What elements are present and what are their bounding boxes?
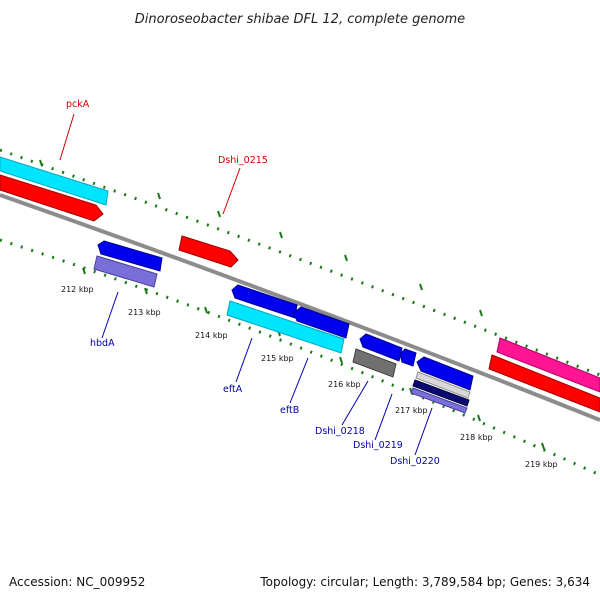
gene-label-pckA[interactable]: pckA [66,99,90,110]
tick-label: 219 kbp [525,460,558,469]
gene-Dshi_0220-arrow[interactable] [416,356,474,391]
gene-hbdA-lavender-bar[interactable] [93,255,158,288]
gene-label-eftA[interactable]: eftA [223,384,243,395]
gene-Dshi_0215-arrow[interactable] [178,235,239,268]
tick-label: 218 kbp [460,433,493,442]
gene-eftB-arrow[interactable] [293,306,350,339]
gene-label-Dshi_0218[interactable]: Dshi_0218 [315,426,365,437]
gene-label-Dshi_0215[interactable]: Dshi_0215 [218,155,268,166]
gene-pckA-arrow[interactable] [0,174,104,222]
accession-text: Accession: NC_009952 [9,575,145,589]
gene-label-Dshi_0219[interactable]: Dshi_0219 [353,440,403,451]
gene-Dshi_0219-arrow[interactable] [399,348,417,367]
label-leader-lines [59,113,433,456]
outer-major-ticks [39,159,483,317]
genome-stats-text: Topology: circular; Length: 3,789,584 bp… [259,575,590,589]
gene-eftA-arrow[interactable] [231,284,298,319]
gene-Dshi_0220-lavender-bar[interactable] [410,387,468,414]
gene-label-Dshi_0220[interactable]: Dshi_0220 [390,456,440,467]
inner-major-ticks [82,267,545,450]
map-title: Dinoroseobacter shibae DFL 12, complete … [135,12,465,27]
tick-label: 217 kbp [395,406,428,415]
inner-tick-ring [0,238,600,477]
gene-eftA-cyan-bar[interactable] [226,300,345,354]
tick-label: 215 kbp [261,354,294,363]
gene-right-red-bar[interactable] [488,354,600,413]
tick-label: 214 kbp [195,331,228,340]
gene-hbdA-arrow[interactable] [97,240,163,272]
gene-label-hbdA[interactable]: hbdA [90,338,115,349]
gene-Dshi_0220-navy-bar[interactable] [412,379,470,407]
gene-Dshi_0220-gray-bar[interactable] [415,371,471,399]
tick-label: 216 kbp [328,380,361,389]
tick-label: 212 kbp [61,285,94,294]
gene-pckA-cyan-bar[interactable] [0,156,109,206]
gene-Dshi_0218-arrow[interactable] [359,333,403,362]
gene-right-magenta-bar[interactable] [496,337,600,393]
genome-backbone [0,193,600,422]
gene-Dshi_0218-gray-bar[interactable] [352,348,397,378]
gene-label-eftB[interactable]: eftB [280,405,299,416]
tick-label: 213 kbp [128,308,161,317]
